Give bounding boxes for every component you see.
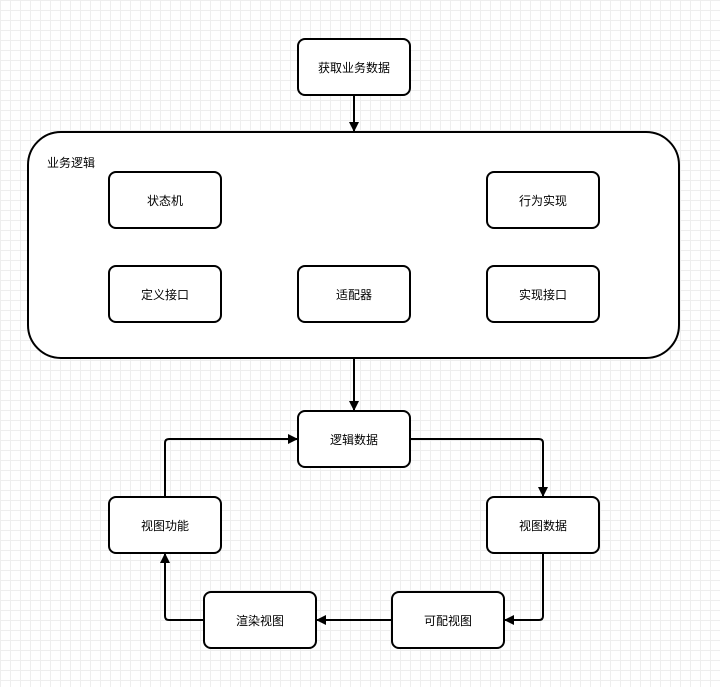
- edge-view-data-to-configurable-view: [504, 554, 544, 625]
- node-behavior-implementation[interactable]: 行为实现: [486, 171, 600, 229]
- business-logic-group: [27, 131, 680, 359]
- node-view-function[interactable]: 视图功能: [108, 496, 222, 554]
- node-configurable-view[interactable]: 可配视图: [391, 591, 505, 649]
- node-adapter[interactable]: 适配器: [297, 265, 411, 323]
- node-implement-interface[interactable]: 实现接口: [486, 265, 600, 323]
- edge-logic-data-to-view-data: [411, 438, 548, 497]
- node-define-interface[interactable]: 定义接口: [108, 265, 222, 323]
- node-view-data[interactable]: 视图数据: [486, 496, 600, 554]
- node-state-machine[interactable]: 状态机: [108, 171, 222, 229]
- edge-view-function-to-logic-data: [164, 434, 298, 496]
- node-fetch-business-data[interactable]: 获取业务数据: [297, 38, 411, 96]
- business-logic-group-label: 业务逻辑: [47, 156, 96, 170]
- node-render-view[interactable]: 渲染视图: [203, 591, 317, 649]
- edge-render-view-to-view-function: [160, 553, 203, 621]
- node-logic-data[interactable]: 逻辑数据: [297, 410, 411, 468]
